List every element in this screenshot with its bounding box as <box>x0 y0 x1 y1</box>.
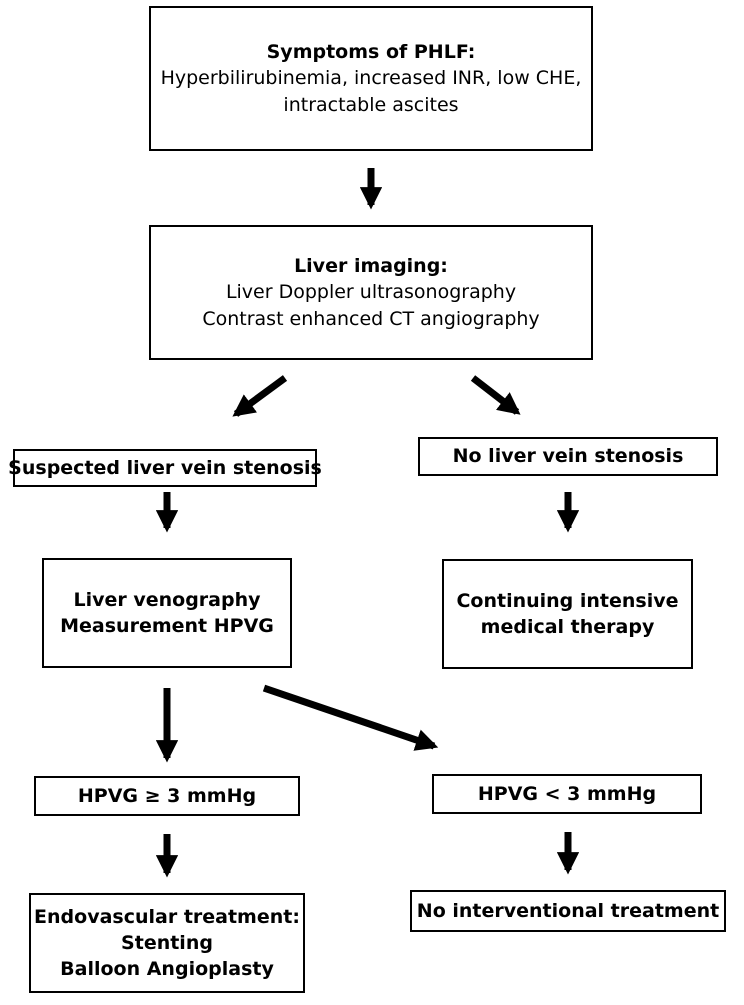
endovascular-line-1: Stenting <box>121 931 213 954</box>
symptoms-line-2: intractable ascites <box>283 93 459 116</box>
venography-box: Liver venography Measurement HPVG <box>42 558 292 668</box>
imaging-box: Liver imaging: Liver Doppler ultrasonogr… <box>149 225 593 360</box>
suspected-stenosis-box: Suspected liver vein stenosis <box>8 449 322 487</box>
endovascular-title: Endovascular treatment: <box>34 905 300 928</box>
endovascular-line-2: Balloon Angioplasty <box>60 958 274 981</box>
symptoms-box: Symptoms of PHLF: Hyperbilirubinemia, in… <box>149 6 593 151</box>
no-intervention-title: No interventional treatment <box>416 899 720 922</box>
hpvg-low-box: HPVG < 3 mmHg <box>432 774 702 814</box>
imaging-line-1: Liver Doppler ultrasonography <box>225 281 517 304</box>
hpvg-high-box: HPVG ≥ 3 mmHg <box>34 776 300 816</box>
suspected-stenosis-title: Suspected liver vein stenosis <box>8 456 322 479</box>
symptoms-line-1: Hyperbilirubinemia, increased INR, low C… <box>160 67 582 90</box>
endovascular-box: Endovascular treatment: Stenting Balloon… <box>29 893 305 993</box>
no-stenosis-box: No liver vein stenosis <box>418 437 718 476</box>
no-intervention-box: No interventional treatment <box>410 890 726 932</box>
symptoms-title: Symptoms of PHLF: <box>266 41 476 64</box>
venography-line-1: Measurement HPVG <box>60 615 274 637</box>
no-stenosis-title: No liver vein stenosis <box>452 445 684 468</box>
intensive-therapy-line-1: medical therapy <box>480 616 655 638</box>
intensive-therapy-title: Continuing intensive <box>456 589 679 612</box>
venography-title: Liver venography <box>73 588 261 611</box>
hpvg-low-title: HPVG < 3 mmHg <box>477 782 657 805</box>
intensive-therapy-box: Continuing intensive medical therapy <box>442 559 693 669</box>
arrow-imaging-to-suspected <box>232 375 288 417</box>
imaging-title: Liver imaging: <box>294 255 448 278</box>
hpvg-high-title: HPVG ≥ 3 mmHg <box>77 784 257 807</box>
arrow-imaging-to-no-stenosis <box>470 375 521 415</box>
imaging-line-2: Contrast enhanced CT angiography <box>202 307 540 330</box>
arrow-venography-to-hpvg-low <box>262 684 439 751</box>
